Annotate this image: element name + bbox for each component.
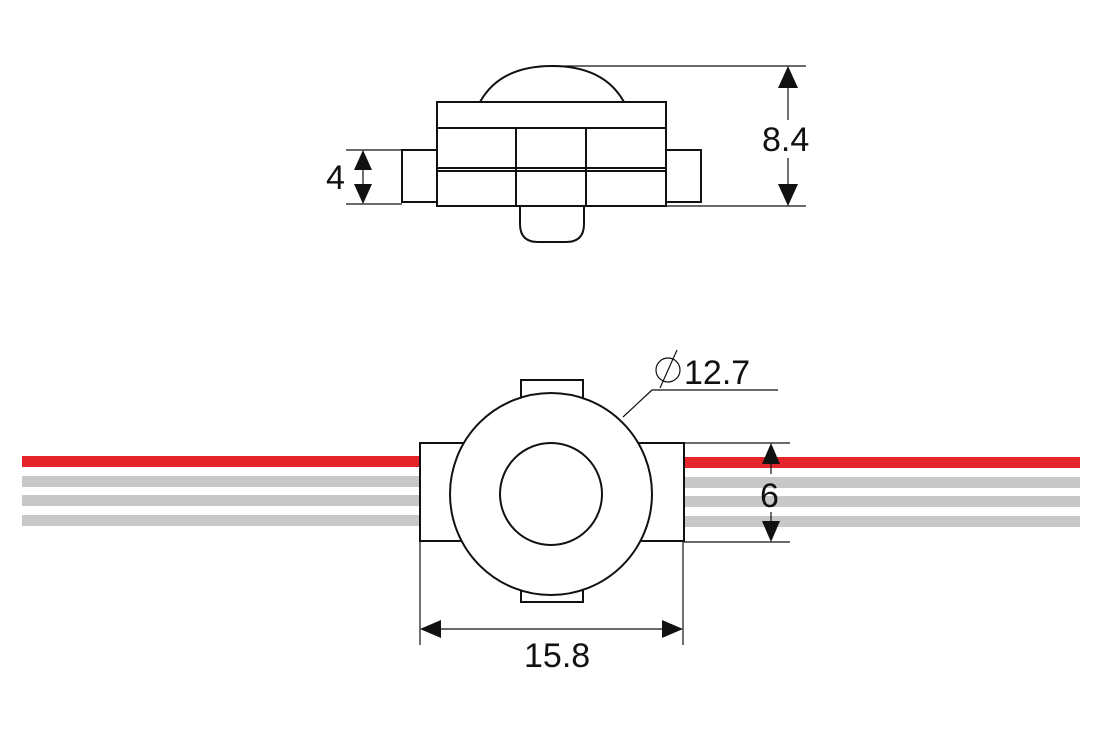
arrow-up-icon	[762, 443, 780, 464]
diameter-symbol-icon	[655, 349, 681, 389]
side-view-right-tab	[665, 149, 702, 203]
dimension-diameter	[622, 349, 778, 418]
leader-line	[622, 389, 778, 418]
wire-red-right	[684, 457, 1080, 468]
wire-gray-right	[684, 496, 1080, 507]
wires-left	[22, 456, 422, 526]
dimension-body-height	[684, 442, 790, 543]
dimension-label-body-height: 6	[760, 477, 779, 515]
arrow-right-icon	[662, 620, 683, 638]
wires-right	[684, 457, 1080, 527]
arrow-down-icon	[762, 521, 780, 542]
dimension-label-body-width: 15.8	[524, 637, 590, 675]
top-view-lens	[499, 442, 603, 546]
dimension-label-diameter: 12.7	[684, 354, 750, 392]
dimension-label-side-height: 4	[326, 159, 345, 197]
wire-gray-right	[684, 516, 1080, 527]
side-view-left-tab	[401, 149, 438, 203]
top-view	[419, 379, 685, 603]
side-view-body	[436, 101, 667, 207]
arrow-up-icon	[354, 150, 372, 170]
dimension-body-width	[419, 541, 684, 645]
wire-gray-left	[22, 476, 422, 487]
arrow-down-icon	[778, 184, 798, 206]
wire-gray-left	[22, 495, 422, 506]
wire-red-left	[22, 456, 422, 467]
arrow-left-icon	[420, 620, 441, 638]
wire-gray-left	[22, 515, 422, 526]
side-view-dome	[479, 64, 625, 103]
side-view	[401, 64, 702, 243]
dimension-label-total-height: 8.4	[762, 121, 809, 159]
side-view-bottom-lens	[519, 206, 585, 243]
dimension-total-height	[552, 65, 806, 207]
dimension-side-height	[346, 149, 402, 205]
arrow-up-icon	[778, 66, 798, 88]
wire-gray-right	[684, 477, 1080, 488]
arrow-down-icon	[354, 184, 372, 204]
